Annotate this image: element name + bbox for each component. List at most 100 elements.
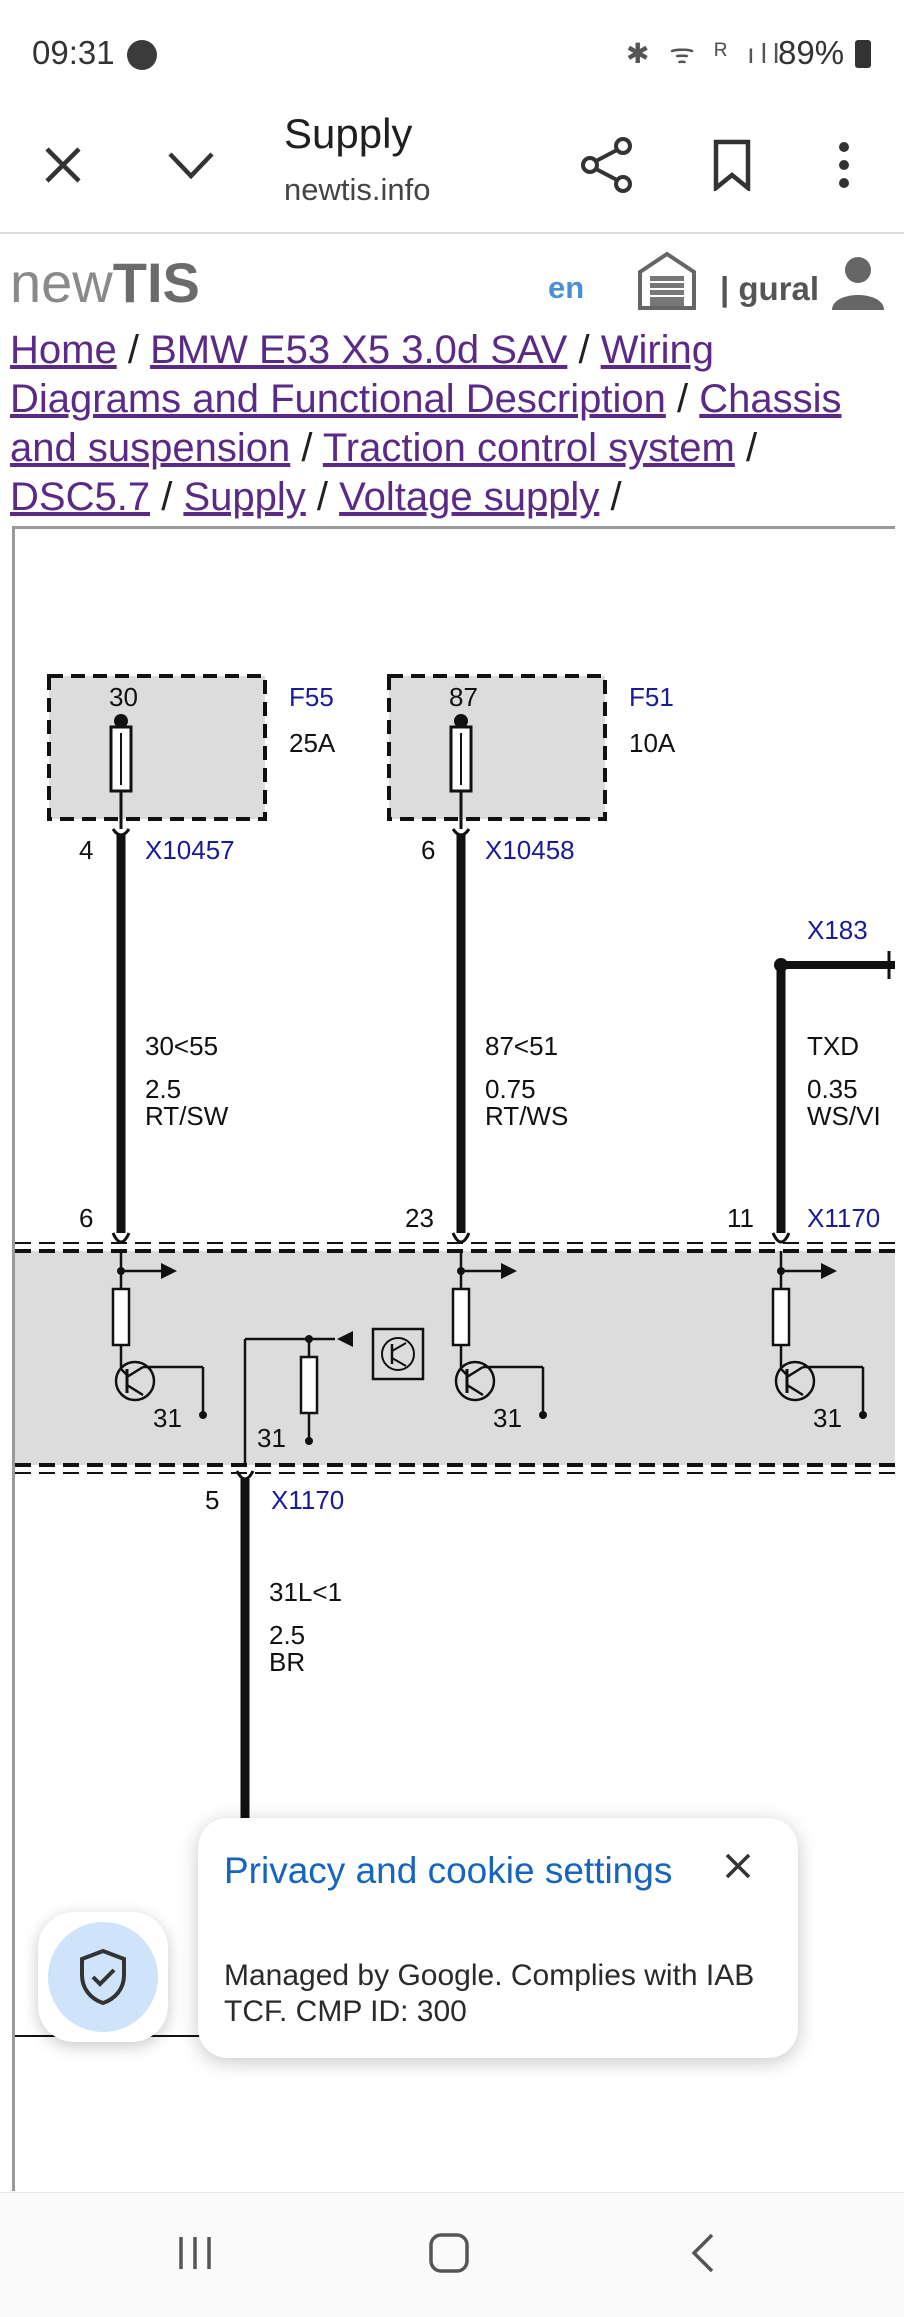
system-navigation-bar	[0, 2192, 904, 2317]
wire2-color: RT/WS	[485, 1101, 568, 1131]
breadcrumb-supply[interactable]: Supply	[183, 475, 306, 519]
fuse-f55-name[interactable]: F55	[289, 682, 334, 712]
breadcrumb-separator: /	[316, 475, 328, 519]
connector-x1170-top[interactable]: X1170	[807, 1203, 880, 1233]
user-profile-button[interactable]	[830, 254, 886, 315]
wire2-id: 87<51	[485, 1031, 558, 1061]
site-header: newTIS en | gural	[0, 236, 904, 318]
connector-x10458[interactable]: X10458	[485, 835, 575, 865]
shield-badge	[48, 1922, 158, 2032]
bookmark-icon	[713, 139, 751, 191]
battery-icon	[855, 40, 871, 68]
user-name[interactable]: | gural	[720, 270, 820, 307]
ground-label-4: 31	[257, 1423, 286, 1453]
browser-toolbar: Supply newtis.info	[0, 96, 904, 234]
breadcrumb-separator: /	[161, 475, 173, 519]
fuse-f55-pin: 4	[79, 835, 93, 865]
breadcrumb-separator: /	[301, 426, 313, 470]
privacy-shield-button[interactable]	[38, 1912, 168, 2042]
person-icon	[832, 257, 884, 310]
status-time: 09:31	[32, 34, 115, 71]
wire3-pin: 11	[727, 1203, 754, 1233]
breadcrumb-traction-control[interactable]: Traction control system	[322, 426, 735, 470]
breadcrumb-separator: /	[610, 475, 622, 519]
wire3-size: 0.35	[807, 1074, 858, 1104]
internal-circuit-3	[771, 1251, 867, 1419]
ground-pin: 5	[205, 1485, 219, 1515]
fuse-f51-box	[387, 674, 607, 829]
share-icon	[581, 137, 632, 193]
breadcrumb-dsc[interactable]: DSC5.7	[10, 475, 151, 519]
ground-wire-id: 31L<1	[269, 1577, 342, 1607]
wire3-id: TXD	[807, 1031, 859, 1061]
fuse-f51-rating: 10A	[629, 728, 676, 758]
wire1-size: 2.5	[145, 1074, 181, 1104]
expand-button[interactable]	[156, 130, 226, 200]
wire1-pin: 6	[79, 1203, 93, 1233]
bookmark-button[interactable]	[697, 130, 767, 200]
breadcrumb-wiring-diagrams[interactable]: Wiring Diagrams and Functional Descripti…	[10, 328, 715, 421]
cookie-banner-description: Managed by Google. Complies with IAB TCF…	[224, 1959, 755, 2028]
wire2-size: 0.75	[485, 1074, 536, 1104]
home-icon	[429, 2233, 469, 2273]
cookie-banner: Privacy and cookie settings Managed by G…	[198, 1818, 798, 2058]
notification-dot-icon	[127, 40, 157, 70]
fuse-f55-terminal: 30	[109, 682, 138, 712]
fuse-f51-pin: 6	[421, 835, 435, 865]
cookie-close-button[interactable]	[716, 1844, 760, 1888]
back-button[interactable]	[668, 2223, 738, 2283]
breadcrumb-home[interactable]: Home	[10, 328, 117, 372]
status-icons: ✱ ᯤ ᴿ ıll	[626, 38, 786, 69]
breadcrumb-chassis[interactable]: Chassis and suspension	[10, 377, 842, 470]
page-title: Supply	[284, 110, 413, 157]
breadcrumb-separator: /	[127, 328, 139, 372]
cookie-banner-title[interactable]: Privacy and cookie settings	[224, 1850, 673, 1891]
close-button[interactable]	[28, 130, 98, 200]
wire2-pin: 23	[405, 1203, 434, 1233]
fuse-f55-box	[47, 674, 267, 829]
status-bar: 09:31 ✱ ᯤ ᴿ ıll 89%	[0, 0, 904, 96]
close-icon	[725, 1853, 751, 1879]
more-options-button[interactable]	[809, 130, 879, 200]
ground-label-3: 31	[813, 1403, 842, 1433]
internal-circuit-1	[111, 1251, 207, 1419]
shield-check-icon	[80, 1948, 126, 2006]
recent-apps-icon	[179, 2237, 211, 2269]
home-button[interactable]	[414, 2223, 484, 2283]
connector-x183[interactable]: X183	[807, 915, 868, 945]
fuse-f55-rating: 25A	[289, 728, 336, 758]
garage-button[interactable]	[636, 250, 698, 315]
breadcrumb: Home / BMW E53 X5 3.0d SAV / Wiring Diag…	[10, 326, 896, 522]
breadcrumb-separator: /	[676, 377, 689, 421]
more-vertical-icon	[839, 142, 849, 188]
connector-x10457[interactable]: X10457	[145, 835, 235, 865]
chevron-down-icon	[168, 152, 214, 180]
share-button[interactable]	[572, 130, 642, 200]
breadcrumb-voltage-supply[interactable]: Voltage supply	[339, 475, 600, 519]
wire3-color: WS/VI	[807, 1101, 881, 1131]
control-module	[15, 1242, 895, 1474]
language-selector[interactable]: en	[548, 270, 585, 305]
wire1-color: RT/SW	[145, 1101, 229, 1131]
site-logo[interactable]: newTIS	[10, 250, 200, 315]
back-icon	[691, 2233, 714, 2273]
battery-level: 89%	[778, 34, 845, 71]
logo-light-text: new	[10, 251, 113, 314]
ground-wire-size: 2.5	[269, 1620, 305, 1650]
internal-circuit-2	[451, 1251, 547, 1419]
close-icon	[45, 147, 81, 183]
garage-icon	[638, 251, 696, 310]
recent-apps-button[interactable]	[160, 2223, 230, 2283]
fuse-f51-terminal: 87	[449, 682, 478, 712]
logo-bold-text: TIS	[112, 251, 200, 314]
breadcrumb-separator: /	[578, 328, 590, 372]
breadcrumb-vehicle[interactable]: BMW E53 X5 3.0d SAV	[150, 328, 568, 372]
ground-label-1: 31	[153, 1403, 182, 1433]
breadcrumb-separator: /	[745, 426, 758, 470]
ground-circuit	[243, 1327, 425, 1465]
ground-label-2: 31	[493, 1403, 522, 1433]
ground-wire-color: BR	[269, 1647, 305, 1677]
fuse-f51-name[interactable]: F51	[629, 682, 674, 712]
connector-x1170-bottom[interactable]: X1170	[271, 1485, 344, 1515]
wire1-id: 30<55	[145, 1031, 218, 1061]
